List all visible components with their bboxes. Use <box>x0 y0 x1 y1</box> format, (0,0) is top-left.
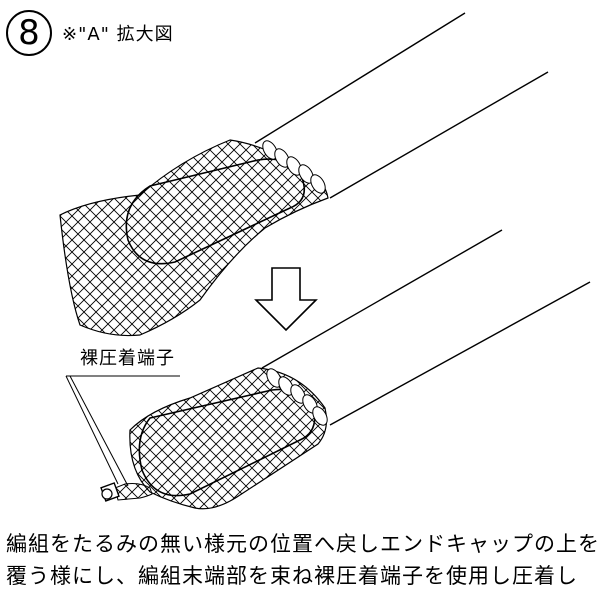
step-number-circle: 8 <box>6 10 52 56</box>
lower-cable-edge-top <box>261 229 503 369</box>
upper-cable-edge-top <box>254 12 466 144</box>
upper-cable-figure <box>59 12 549 337</box>
lower-cable-edge-bottom <box>329 281 591 426</box>
leader-line-1 <box>65 375 119 485</box>
braid-tail <box>114 483 153 501</box>
terminal-label: 裸圧着端子 <box>80 348 175 369</box>
instruction-caption: 編組をたるみの無い様元の位置へ戻しエンドキャップの上を 覆う様にし、編組末端部を… <box>6 532 600 588</box>
upper-wire-rings <box>262 140 326 194</box>
down-arrow-icon <box>254 267 318 332</box>
lower-wire-rings <box>266 368 328 426</box>
upper-braid-mesh <box>59 139 329 337</box>
upper-cable-edge-bottom <box>329 71 549 199</box>
leader-line-2 <box>69 375 129 487</box>
lower-cable-figure <box>100 229 591 510</box>
terminal-ring-icon <box>101 488 113 500</box>
figure-heading: ※"A" 拡大図 <box>62 24 174 45</box>
